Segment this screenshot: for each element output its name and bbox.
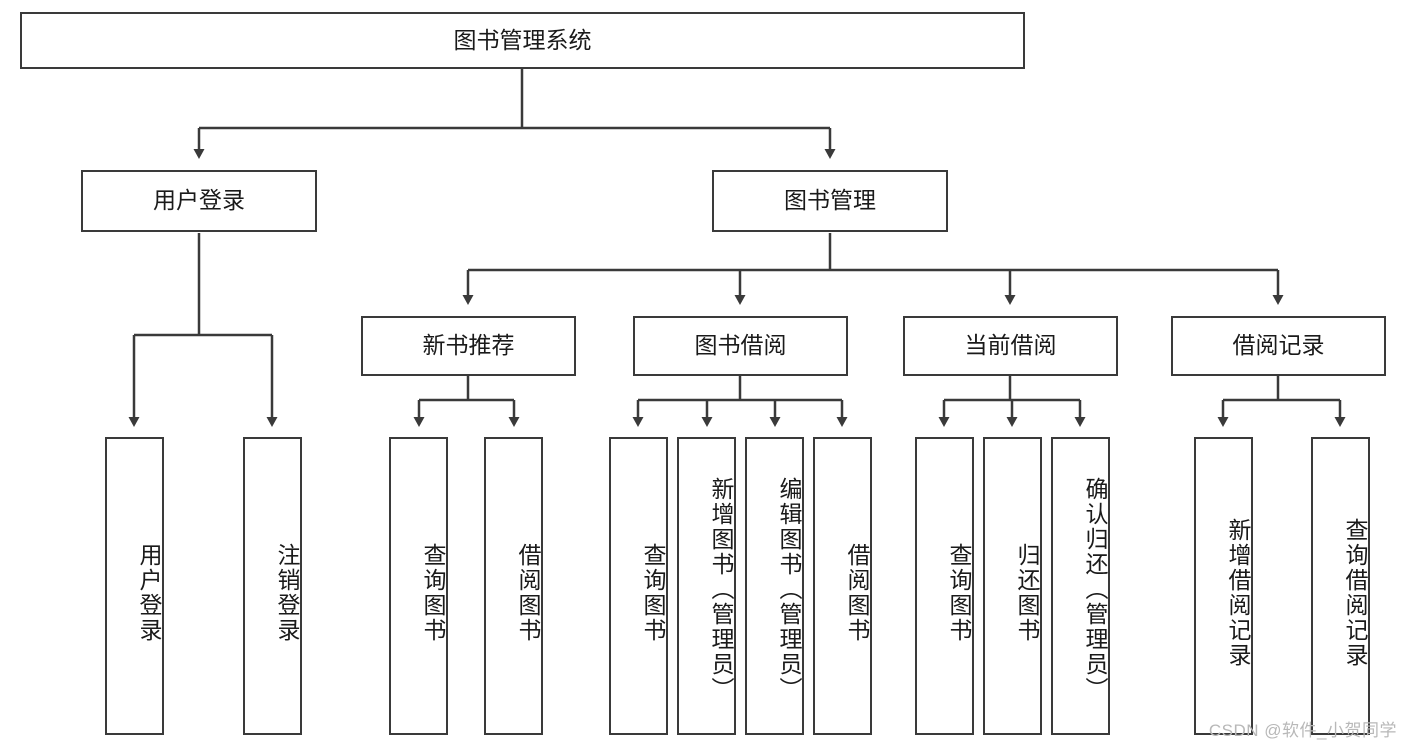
node-leaf-borrow-book-2[interactable]: 借阅图书	[813, 437, 872, 735]
node-book-manage[interactable]: 图书管理	[712, 170, 948, 232]
node-leaf-query-book-3[interactable]: 查询图书	[915, 437, 974, 735]
node-current-borrow[interactable]: 当前借阅	[903, 316, 1118, 376]
node-leaf-query-book-2[interactable]: 查询图书	[609, 437, 668, 735]
node-leaf-edit-book[interactable]: 编辑图书（管理员）	[745, 437, 804, 735]
node-leaf-query-book-1[interactable]: 查询图书	[389, 437, 448, 735]
node-leaf-query-book-3-label: 查询图书	[946, 543, 972, 643]
node-leaf-query-record-label: 查询借阅记录	[1342, 518, 1368, 668]
csdn-watermark: CSDN @软件_小贺同学	[1208, 721, 1397, 740]
node-leaf-add-record-label: 新增借阅记录	[1225, 518, 1251, 668]
node-user-login[interactable]: 用户登录	[81, 170, 317, 232]
node-leaf-add-record[interactable]: 新增借阅记录	[1194, 437, 1253, 735]
node-leaf-confirm-return-label: 确认归还（管理员）	[1082, 476, 1108, 702]
node-current-borrow-label: 当前借阅	[964, 332, 1057, 359]
node-root[interactable]: 图书管理系统	[20, 12, 1025, 69]
node-book-manage-label: 图书管理	[784, 187, 876, 214]
node-leaf-borrow-book-1[interactable]: 借阅图书	[484, 437, 543, 735]
node-leaf-confirm-return[interactable]: 确认归还（管理员）	[1051, 437, 1110, 735]
node-leaf-query-book-2-label: 查询图书	[640, 543, 666, 643]
node-root-label: 图书管理系统	[453, 26, 592, 53]
node-leaf-borrow-book-2-label: 借阅图书	[844, 543, 870, 643]
node-leaf-query-book-1-label: 查询图书	[420, 543, 446, 643]
node-leaf-user-login-label: 用户登录	[136, 543, 162, 643]
node-user-login-label: 用户登录	[153, 187, 245, 214]
node-borrow-record-label: 借阅记录	[1232, 332, 1325, 359]
node-leaf-return-book-label: 归还图书	[1014, 543, 1040, 643]
node-leaf-logout[interactable]: 注销登录	[243, 437, 302, 735]
node-leaf-user-login[interactable]: 用户登录	[105, 437, 164, 735]
node-leaf-add-book-label: 新增图书（管理员）	[708, 476, 734, 702]
node-leaf-add-book[interactable]: 新增图书（管理员）	[677, 437, 736, 735]
node-new-book-recommend-label: 新书推荐	[422, 332, 515, 359]
node-leaf-logout-label: 注销登录	[274, 543, 300, 643]
node-new-book-recommend[interactable]: 新书推荐	[361, 316, 576, 376]
node-leaf-borrow-book-1-label: 借阅图书	[515, 543, 541, 643]
node-book-borrow-label: 图书借阅	[694, 332, 787, 359]
node-book-borrow[interactable]: 图书借阅	[633, 316, 848, 376]
node-leaf-edit-book-label: 编辑图书（管理员）	[776, 476, 802, 702]
node-borrow-record[interactable]: 借阅记录	[1171, 316, 1386, 376]
node-leaf-query-record[interactable]: 查询借阅记录	[1311, 437, 1370, 735]
node-leaf-return-book[interactable]: 归还图书	[983, 437, 1042, 735]
